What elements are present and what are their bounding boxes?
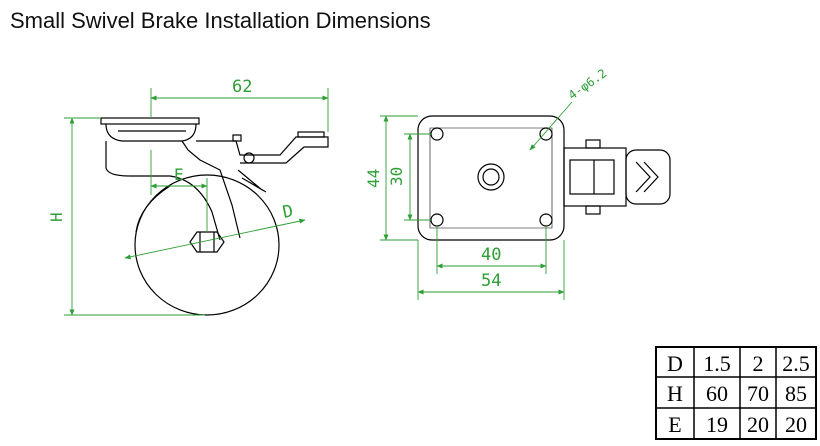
center-bolt [477,163,505,191]
table-cell: 85 [785,381,807,406]
brake-housing [563,147,627,207]
table-row-label: D [667,351,683,376]
fork [105,141,221,241]
hole-callout-label: 4-φ6.2 [566,66,610,102]
table-row-label: E [668,412,681,437]
table-cell: 60 [706,381,728,406]
size-table: D 1.5 2 2.5 H 60 70 85 E 19 20 20 [655,346,817,440]
axle-nut [189,231,225,253]
table-cell: 70 [747,381,769,406]
top-view [417,115,671,241]
dim-hole-span-label: 40 [481,245,501,265]
dim-outer-height-label: 44 [364,169,383,188]
dim-offset-label: E [174,165,184,184]
mounting-hole [539,213,553,227]
brake-lever [196,136,329,164]
table-cell: 19 [706,412,728,437]
dim-inner-height-label: 30 [387,167,406,186]
brake-pivot [243,152,255,164]
dim-plate-width-label: 54 [481,271,501,291]
side-view-dimensions [64,88,329,316]
table-cell: 2 [753,351,764,376]
dim-width-label: 62 [232,77,252,97]
table-cell: 2.5 [782,351,810,376]
table-cell: 1.5 [703,351,731,376]
top-plate [100,117,200,125]
mounting-hole [430,127,444,141]
table-cell: 20 [747,412,769,437]
mounting-hole [539,127,553,141]
side-view [100,117,329,316]
swivel-head [105,123,197,142]
top-view-dimensions [380,101,573,300]
table-row-label: H [667,381,683,406]
pedal-chevron-icon [635,161,659,193]
brake-pedal [625,149,671,205]
mounting-hole [430,213,444,227]
mounting-plate [417,115,565,241]
table-cell: 20 [785,412,807,437]
page-title: Small Swivel Brake Installation Dimensio… [10,8,431,33]
dim-diameter-label: D [281,201,295,223]
dim-height-label: H [47,212,66,222]
